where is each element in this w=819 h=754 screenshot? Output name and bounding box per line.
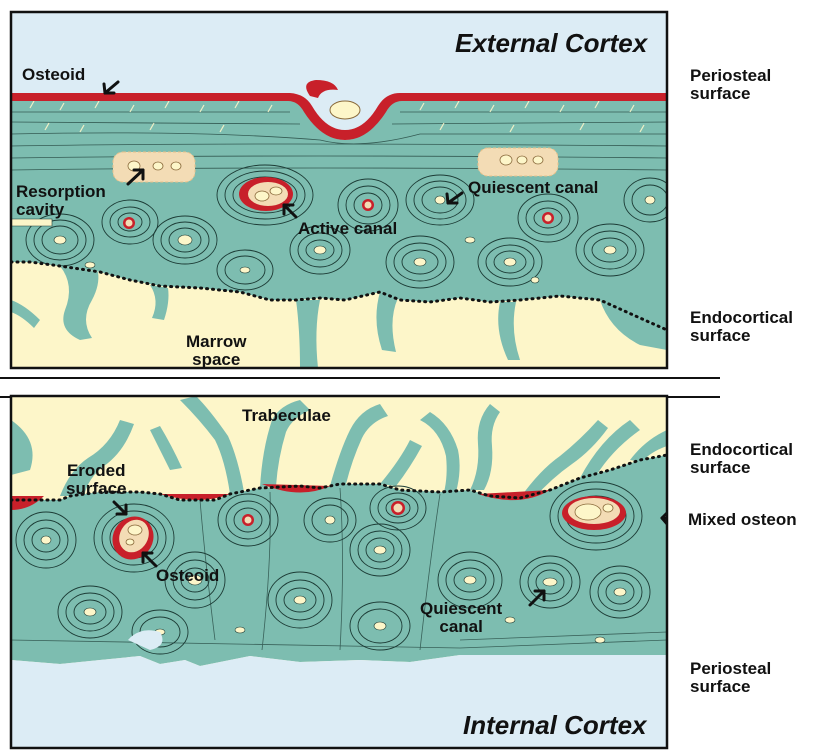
eroded-line2: surface — [66, 480, 126, 498]
external-cortex-title: External Cortex — [455, 28, 647, 59]
endocortical-surface-label-bottom: Endocortical surface — [690, 441, 793, 477]
endocortical-surface-label-top: Endocortical surface — [690, 309, 793, 345]
eroded-surface-label: Eroded surface — [66, 462, 126, 498]
arrow-endocortical-top — [669, 317, 684, 326]
periosteal-bottom-line1: Periosteal — [690, 660, 771, 678]
marrow-line2: space — [186, 351, 246, 369]
resorption-line2: cavity — [16, 201, 106, 219]
marrow-line1: Marrow — [186, 333, 246, 351]
bottom-mixed-osteon — [562, 496, 626, 530]
internal-cortex-title: Internal Cortex — [463, 710, 647, 741]
endocortical-top-line2: surface — [690, 327, 793, 345]
arrow-periosteal-bottom — [670, 662, 684, 674]
endocortical-top-line1: Endocortical — [690, 309, 793, 327]
arrow-mixed-osteon — [662, 512, 682, 525]
periosteal-cavity — [330, 101, 360, 119]
quiescent-canal-label-bottom: Quiescent canal — [420, 600, 502, 636]
quiescent-bottom-line2: canal — [420, 618, 502, 636]
quiescent-canal-label-top: Quiescent canal — [468, 179, 598, 197]
arrow-endocortical-bottom — [669, 445, 684, 454]
endocortical-bottom-line1: Endocortical — [690, 441, 793, 459]
osteoid-label-top: Osteoid — [22, 66, 85, 84]
periosteal-surface-label-top: Periosteal surface — [690, 67, 771, 103]
resorption-line1: Resorption — [16, 183, 106, 201]
marrow-space-label: Marrow space — [186, 333, 246, 369]
active-canal-label: Active canal — [298, 220, 397, 238]
resorption-cavity-label: Resorption cavity — [16, 183, 106, 219]
periosteal-surface-label-bottom: Periosteal surface — [690, 660, 771, 696]
osteoid-label-bottom: Osteoid — [156, 567, 219, 585]
trabeculae-label: Trabeculae — [242, 407, 331, 425]
bottom-panel — [11, 396, 684, 748]
quiescent-bottom-line1: Quiescent — [420, 600, 502, 618]
mixed-osteon-label: Mixed osteon — [688, 511, 797, 529]
eroded-line1: Eroded — [66, 462, 126, 480]
endocortical-bottom-line2: surface — [690, 459, 793, 477]
periosteal-surface-line2: surface — [690, 85, 771, 103]
canal-left — [11, 219, 52, 226]
arrow-periosteal-top — [669, 84, 684, 96]
periosteal-surface-line1: Periosteal — [690, 67, 771, 85]
periosteal-bottom-line2: surface — [690, 678, 771, 696]
